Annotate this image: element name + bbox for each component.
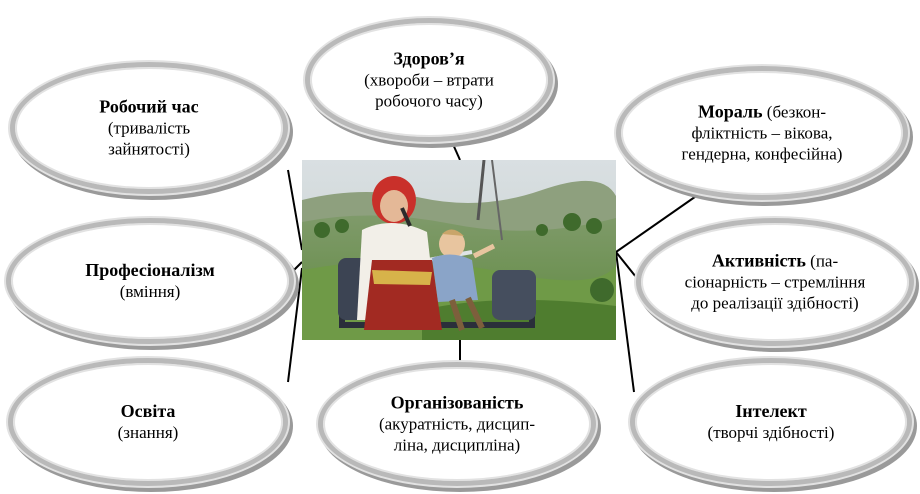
chairlift-photo-illustration: [302, 160, 616, 340]
education-desc: (знання): [117, 423, 179, 442]
connector-intellect: [615, 251, 635, 393]
moral-title: Мораль: [697, 101, 763, 122]
activity-desc-start: (па-: [805, 251, 839, 271]
oval-professionalism: Професіоналізм (вміння): [6, 218, 294, 344]
intellect-desc: (творчі здібності): [707, 423, 835, 442]
prof-title: Професіоналізм: [85, 260, 215, 280]
worktime-desc-line2: зайнятості): [108, 139, 190, 159]
org-title: Організованість: [390, 392, 524, 413]
oval-worktime: Робочий час (тривалість зайнятості): [10, 62, 288, 194]
oval-education: Освіта (знання): [8, 358, 288, 486]
org-desc-line2: ліна, дисципліна): [393, 435, 521, 455]
connector-education: [287, 267, 303, 383]
oval-intellect: Інтелект (творчі здібності): [630, 358, 912, 486]
oval-moral: Мораль (безкон- фліктність – вікова, ген…: [616, 66, 908, 200]
education-title: Освіта: [120, 401, 176, 421]
oval-organization: Організованість (акуратність, дисцип- лі…: [318, 362, 596, 486]
oval-health: Здоров’я (хвороби – втрати робочого часу…: [305, 18, 553, 142]
activity-desc-line1: сіонарність – стремління: [684, 272, 866, 292]
prof-desc: (вміння): [119, 282, 181, 301]
health-title: Здоров’я: [393, 48, 465, 69]
moral-desc-line1: фліктність – вікова,: [691, 123, 833, 143]
moral-desc-start: (безкон-: [762, 102, 826, 122]
activity-title: Активність: [711, 250, 806, 271]
org-desc-line1: (акуратність, дисцип-: [378, 414, 536, 434]
moral-desc-line2: гендерна, конфесійна): [681, 144, 843, 164]
health-desc-line1: (хвороби – втрати: [364, 70, 494, 90]
intellect-title: Інтелект: [735, 401, 807, 421]
connector-health: [451, 141, 461, 161]
connector-moral: [615, 191, 703, 253]
connector-worktime: [287, 169, 303, 251]
oval-activity: Активність (па- сіонарність – стремління…: [636, 218, 914, 346]
connector-prof: [291, 261, 303, 273]
worktime-desc-line1: (тривалість: [107, 118, 191, 138]
activity-desc-line2: до реалізації здібності): [691, 293, 859, 313]
central-photo: [302, 160, 616, 340]
worktime-title: Робочий час: [99, 96, 199, 117]
health-desc-line2: робочого часу): [375, 91, 483, 111]
